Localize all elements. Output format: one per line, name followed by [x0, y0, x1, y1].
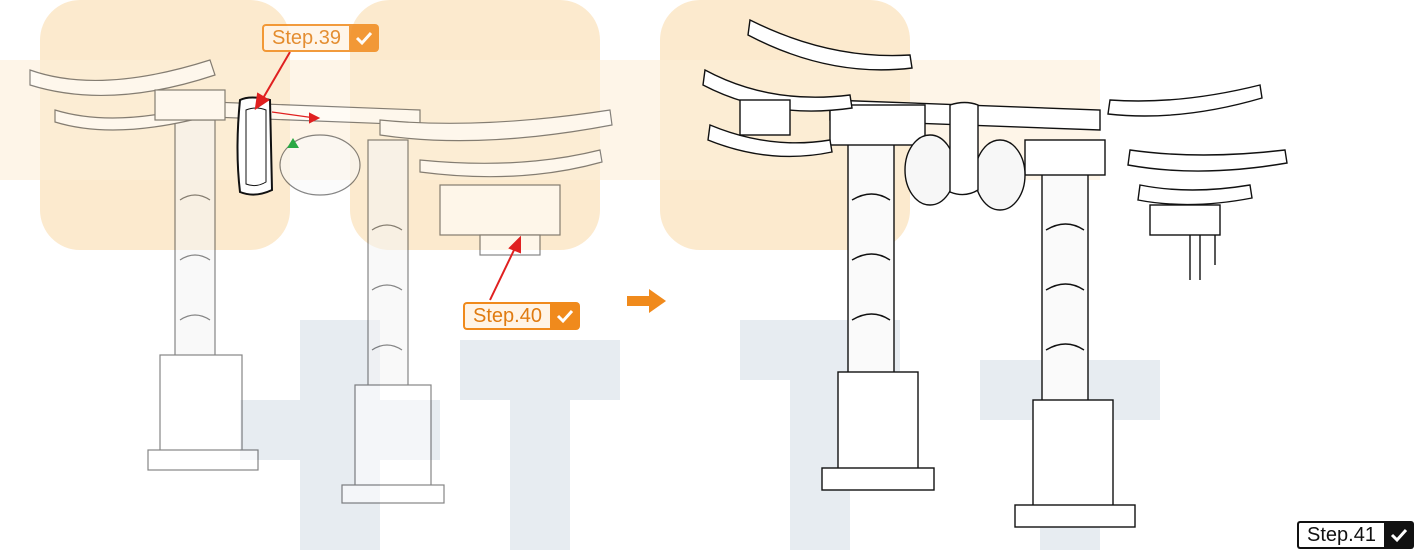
step-40-label: Step.40	[463, 302, 550, 330]
marker-triangle	[287, 138, 299, 148]
gate-after	[702, 18, 1288, 528]
pointer-arrows	[254, 51, 521, 301]
check-icon	[1383, 521, 1414, 549]
new-panel-part	[236, 96, 274, 196]
right-arrow-icon	[627, 289, 666, 313]
step-41-label: Step.41	[1297, 521, 1384, 549]
check-icon	[549, 302, 580, 330]
gate-before	[29, 59, 613, 504]
step-41-badge: Step.41	[1297, 521, 1414, 549]
check-icon	[348, 24, 379, 52]
step-40-badge: Step.40	[463, 302, 580, 330]
step-39-badge: Step.39	[262, 24, 379, 52]
step-39-label: Step.39	[262, 24, 349, 52]
